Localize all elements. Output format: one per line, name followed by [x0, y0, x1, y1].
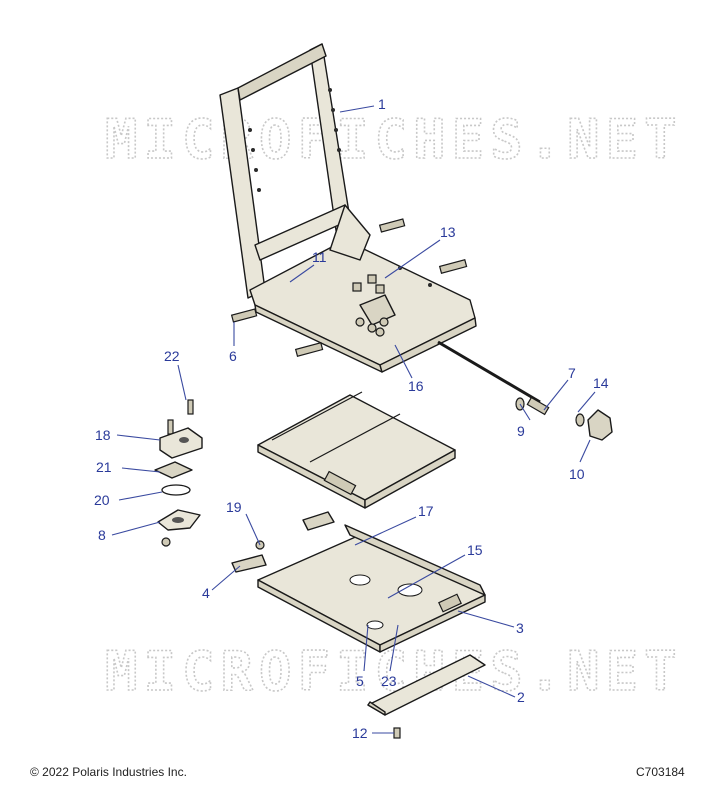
watermark-top: MICROFICHES.NET	[105, 108, 683, 171]
callout-8: 8	[98, 527, 106, 543]
callout-20: 20	[94, 492, 110, 508]
callout-6: 6	[229, 348, 237, 364]
small-brackets	[231, 511, 335, 573]
bolts	[230, 218, 468, 357]
callout-21: 21	[96, 459, 112, 475]
adjuster-rod	[437, 340, 613, 441]
drawing-id: C703184	[636, 765, 685, 779]
callout-13: 13	[440, 224, 456, 240]
callout-5: 5	[356, 673, 364, 689]
seat-back-frame	[219, 43, 477, 373]
callout-4: 4	[202, 585, 210, 601]
callout-16: 16	[408, 378, 424, 394]
callout-2: 2	[517, 689, 525, 705]
callout-1: 1	[378, 96, 386, 112]
side-cover	[367, 654, 486, 716]
callout-22: 22	[164, 348, 180, 364]
callout-9: 9	[517, 423, 525, 439]
callout-17: 17	[418, 503, 434, 519]
hinge-bracket	[352, 274, 396, 337]
copyright-text: © 2022 Polaris Industries Inc.	[30, 765, 187, 779]
callout-19: 19	[226, 499, 242, 515]
leader-lines	[111, 105, 596, 734]
callout-3: 3	[516, 620, 524, 636]
callout-10: 10	[569, 466, 585, 482]
base-plate	[257, 524, 486, 653]
slide-frame	[257, 391, 456, 509]
callout-18: 18	[95, 427, 111, 443]
callout-15: 15	[467, 542, 483, 558]
left-hardware	[154, 399, 203, 547]
callout-23: 23	[381, 673, 397, 689]
callout-12: 12	[352, 725, 368, 741]
screw	[393, 727, 401, 739]
callout-14: 14	[593, 375, 609, 391]
callout-11: 11	[312, 249, 327, 265]
callout-7: 7	[568, 365, 576, 381]
callouts: 1 2 3 4 5 6 7 8 9 10 11 12 13 14 15 16 1…	[94, 96, 609, 741]
